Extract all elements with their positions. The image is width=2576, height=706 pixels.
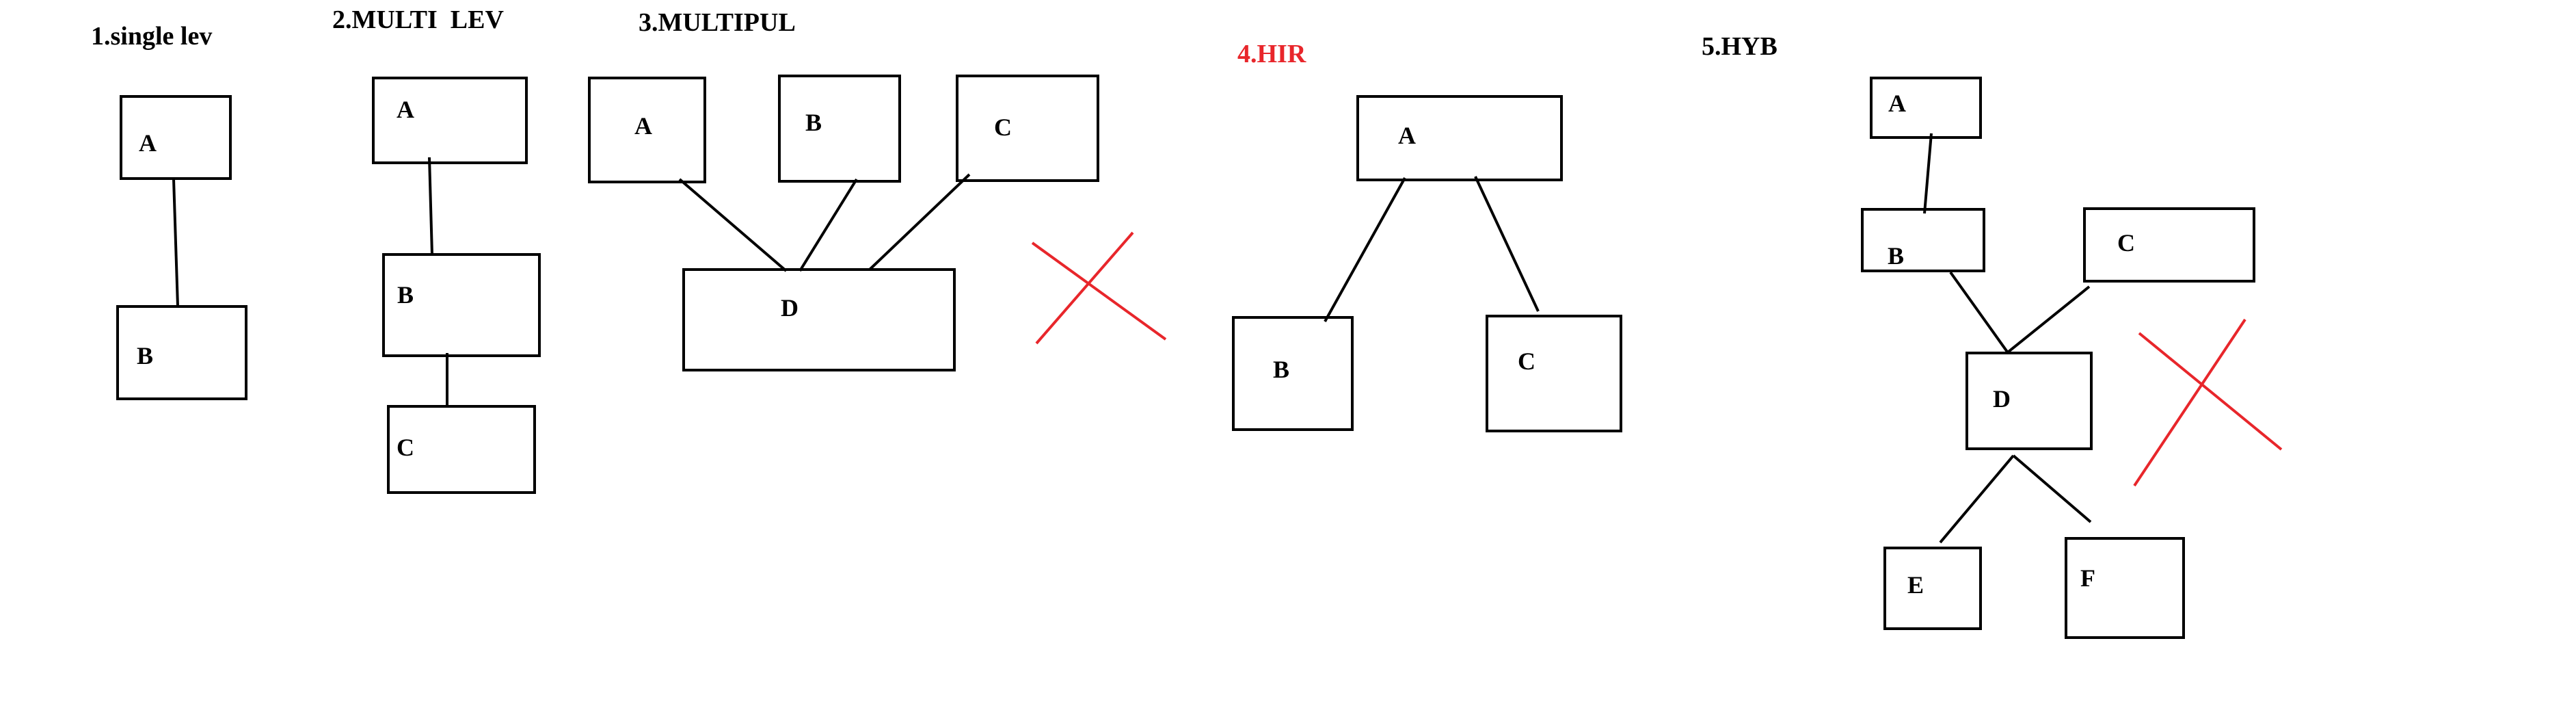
node-box: D bbox=[1965, 352, 2093, 450]
node-box: A bbox=[372, 77, 528, 164]
cross-mark bbox=[1031, 231, 1167, 345]
title-multi-level: 2.MULTI LEV bbox=[332, 5, 504, 34]
node-label: A bbox=[139, 129, 157, 157]
connector-line bbox=[678, 178, 788, 272]
node-box: A bbox=[1870, 77, 1982, 139]
diagram-single-level: A B bbox=[116, 95, 247, 400]
node-box: C bbox=[1486, 315, 1622, 432]
connector-line bbox=[799, 178, 858, 272]
connector-line bbox=[1939, 454, 2015, 544]
node-box: D bbox=[682, 268, 956, 371]
connector-line bbox=[2007, 285, 2091, 353]
connector-line bbox=[868, 173, 971, 271]
node-box: A bbox=[588, 77, 706, 183]
node-label: B bbox=[805, 109, 822, 136]
connector-line bbox=[1474, 176, 1540, 312]
node-label: C bbox=[994, 114, 1012, 141]
node-box: B bbox=[382, 253, 541, 357]
node-label: C bbox=[1518, 348, 1535, 375]
node-label: D bbox=[1993, 385, 2011, 413]
connector-line bbox=[1324, 177, 1406, 322]
node-label: F bbox=[2080, 564, 2095, 592]
node-box: E bbox=[1883, 547, 1982, 630]
connector-line bbox=[172, 179, 179, 307]
node-box: A bbox=[120, 95, 232, 180]
diagram-hierarchical: A B C bbox=[1232, 95, 1622, 432]
node-label: B bbox=[397, 281, 414, 309]
title-single-level: 1.single lev bbox=[91, 22, 212, 51]
node-box: C bbox=[956, 75, 1099, 182]
node-label: C bbox=[2117, 229, 2135, 257]
node-label: A bbox=[634, 112, 652, 140]
diagram-multi-level: A B C bbox=[372, 77, 541, 494]
node-label: D bbox=[781, 294, 799, 322]
node-box: B bbox=[1232, 316, 1354, 431]
title-multiple: 3.MULTIPUL bbox=[639, 8, 796, 37]
node-label: A bbox=[1398, 122, 1416, 149]
title-hybrid: 5.HYB bbox=[1702, 32, 1777, 61]
node-label: B bbox=[1273, 356, 1289, 383]
node-label: B bbox=[1888, 242, 1904, 270]
node-label: A bbox=[1888, 90, 1906, 117]
node-box: B bbox=[1861, 208, 1985, 272]
connector-line bbox=[1949, 271, 2010, 355]
connector-line bbox=[1923, 133, 1933, 214]
node-label: B bbox=[137, 342, 153, 369]
diagram-hybrid: A B C D E F bbox=[1861, 77, 2283, 639]
node-label: A bbox=[397, 96, 414, 123]
node-box: A bbox=[1356, 95, 1563, 181]
connector-line bbox=[2012, 454, 2092, 523]
node-box: B bbox=[778, 75, 901, 183]
node-box: C bbox=[387, 405, 536, 494]
node-box: C bbox=[2083, 207, 2255, 283]
node-label: C bbox=[397, 434, 414, 461]
node-box: F bbox=[2065, 537, 2185, 639]
node-label: E bbox=[1907, 571, 1924, 599]
connector-line bbox=[428, 157, 433, 255]
cross-mark bbox=[2133, 318, 2283, 487]
title-hierarchical: 4.HIR bbox=[1237, 40, 1306, 68]
node-box: B bbox=[116, 305, 247, 400]
diagram-multiple: A B C D bbox=[588, 75, 1167, 371]
